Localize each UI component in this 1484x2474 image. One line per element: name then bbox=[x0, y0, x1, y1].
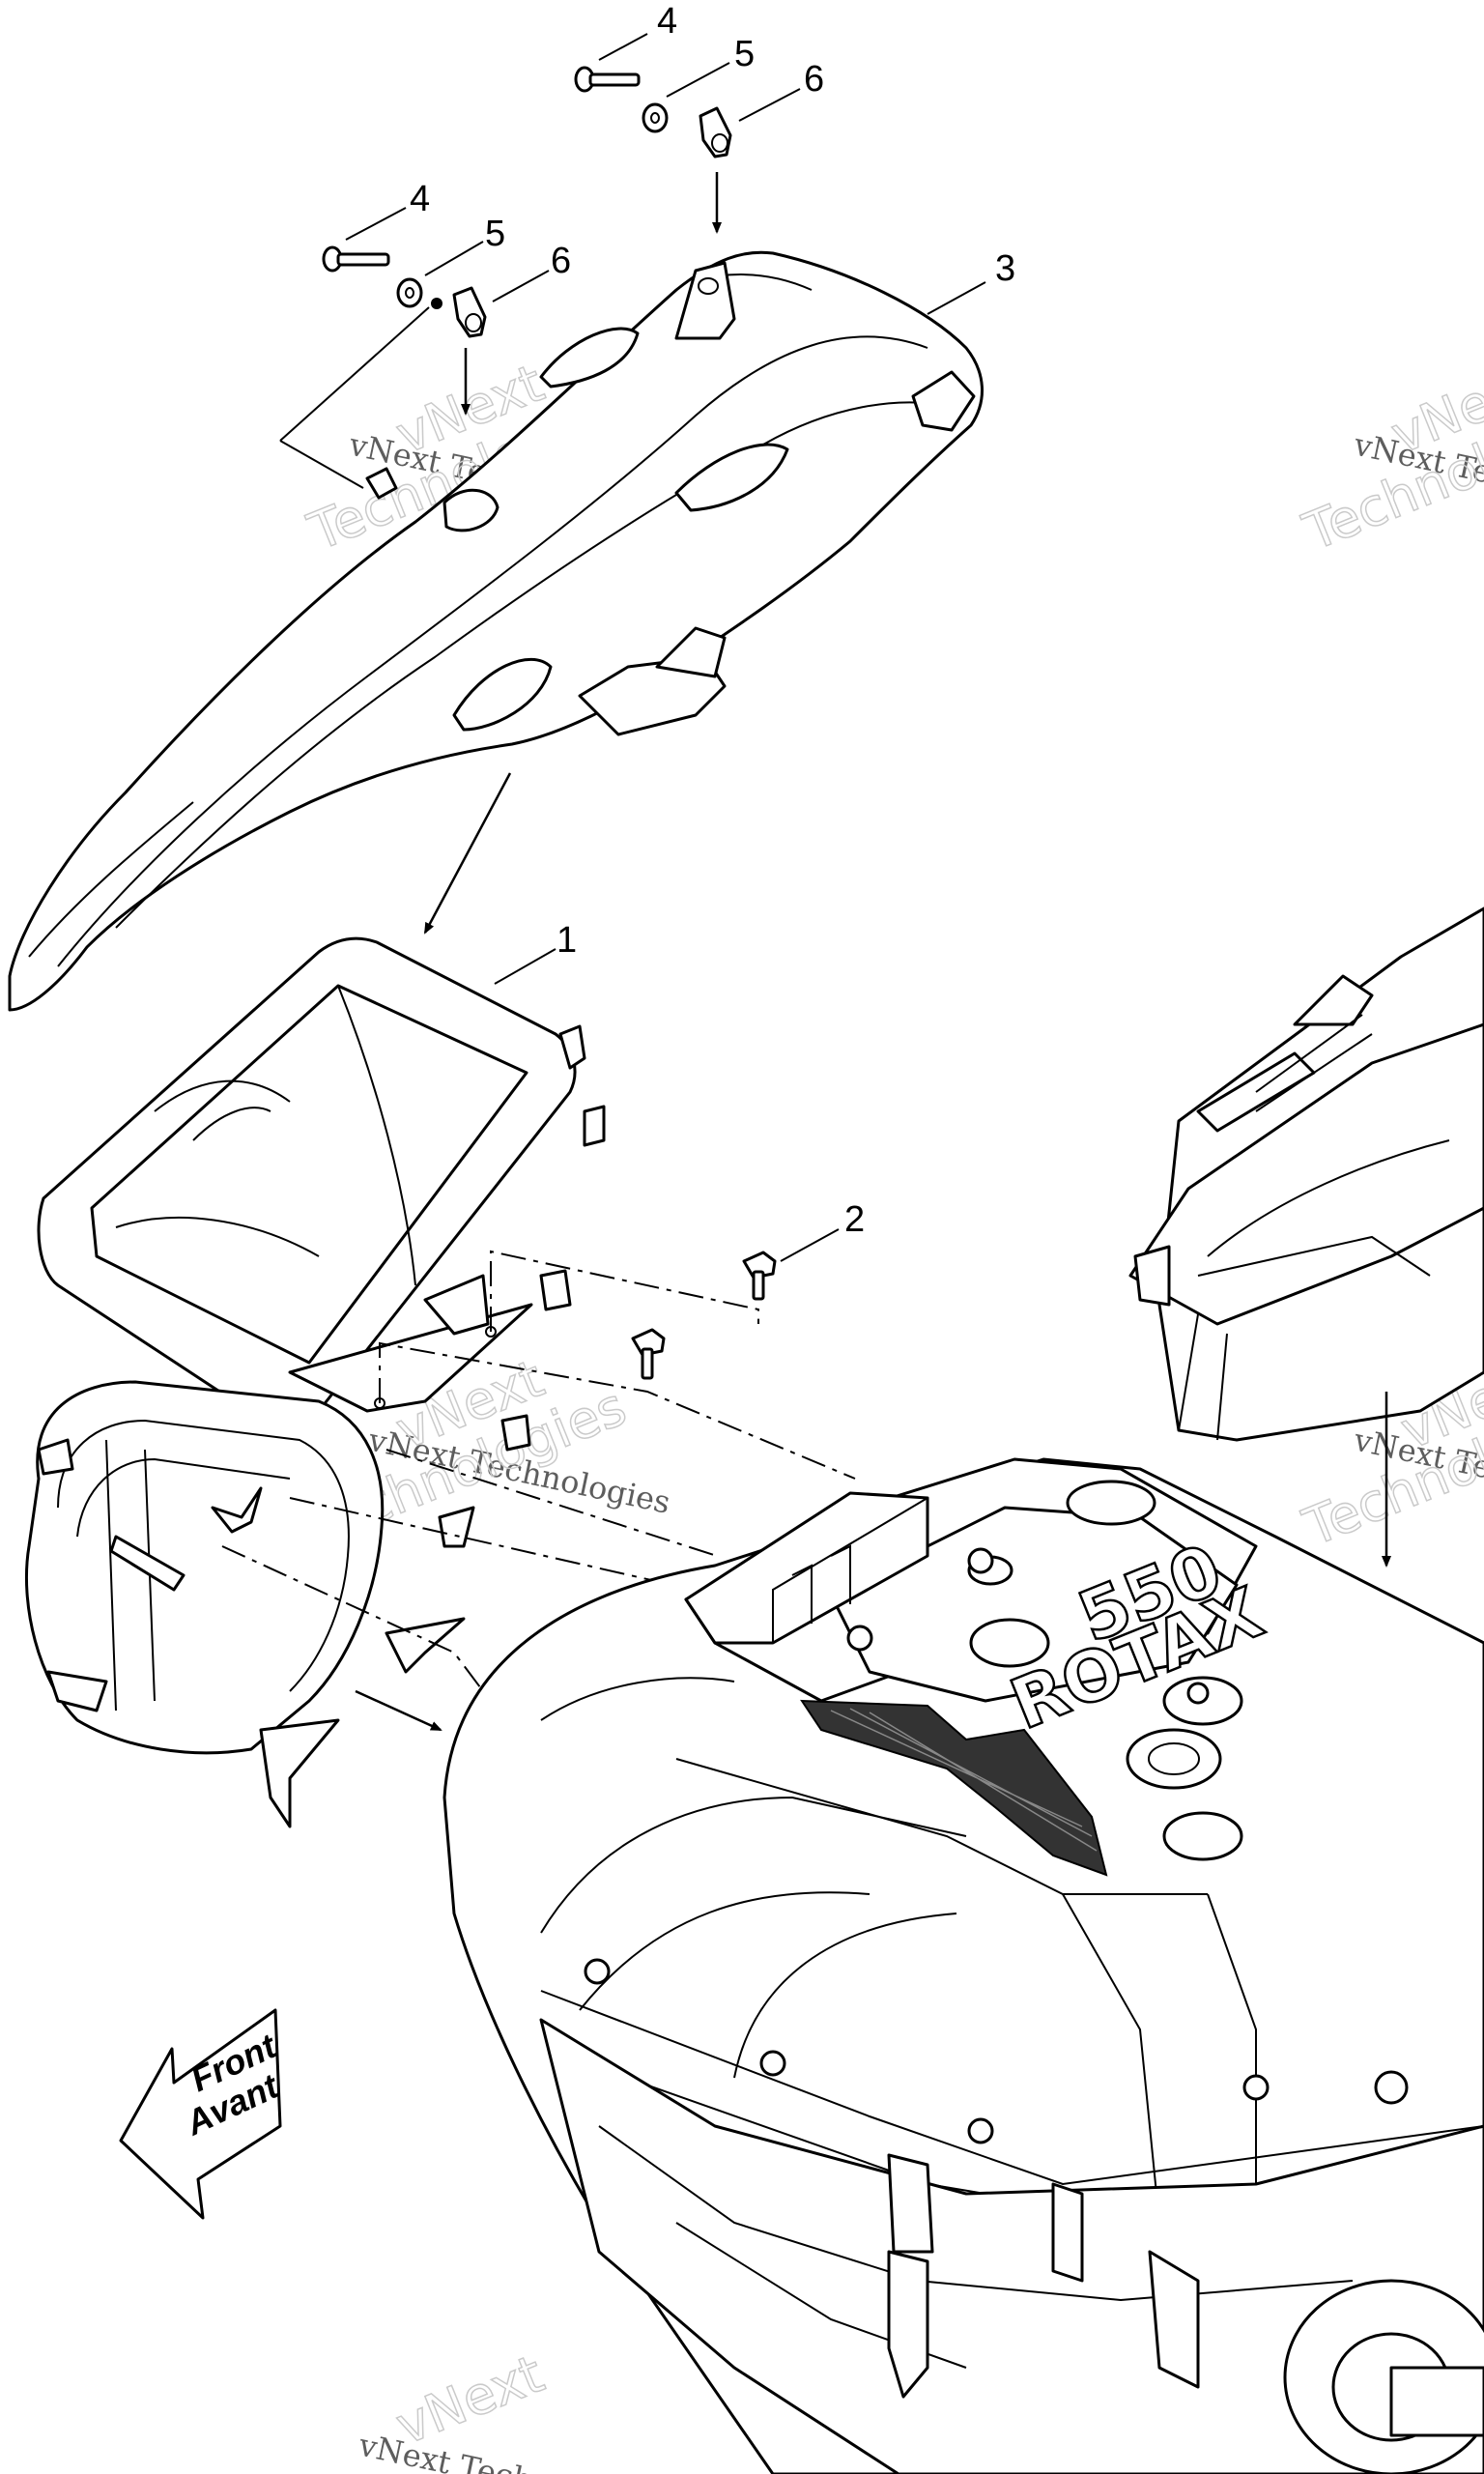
callout-number: 6 bbox=[551, 241, 571, 281]
assembled-duct-view bbox=[1128, 906, 1484, 1442]
hardware-set-top: 4 5 6 bbox=[574, 1, 824, 234]
screw-part-2 bbox=[742, 1251, 777, 1301]
screw-part-2 bbox=[631, 1328, 666, 1380]
hardware-set-left: 4 5 6 bbox=[279, 179, 571, 489]
callout-number: 5 bbox=[734, 34, 755, 74]
callout-number: 2 bbox=[844, 1199, 865, 1240]
washer-part-5 bbox=[396, 277, 423, 308]
bolt-part-4 bbox=[574, 66, 641, 93]
callout-number: 4 bbox=[657, 1, 677, 42]
washer-part-5 bbox=[642, 102, 669, 133]
cooling-fin-grille bbox=[800, 1699, 1108, 1877]
callout-number: 6 bbox=[804, 59, 824, 100]
nut-part-6 bbox=[452, 286, 487, 338]
engine-block: ROTAX 550 bbox=[442, 1457, 1484, 2474]
callout-number: 5 bbox=[485, 214, 505, 254]
callout-number: 1 bbox=[556, 920, 577, 961]
front-direction-arrow: Front Avant bbox=[119, 2008, 286, 2220]
callout-number: 4 bbox=[410, 179, 430, 219]
nut-part-6 bbox=[699, 106, 732, 158]
watermark-text: vNext bbox=[387, 2344, 552, 2458]
callout-number: 3 bbox=[995, 248, 1015, 289]
bolt-part-4 bbox=[322, 245, 390, 273]
fan-housing-part-1 bbox=[25, 936, 606, 1828]
air-duct-part-3 bbox=[8, 250, 984, 1012]
